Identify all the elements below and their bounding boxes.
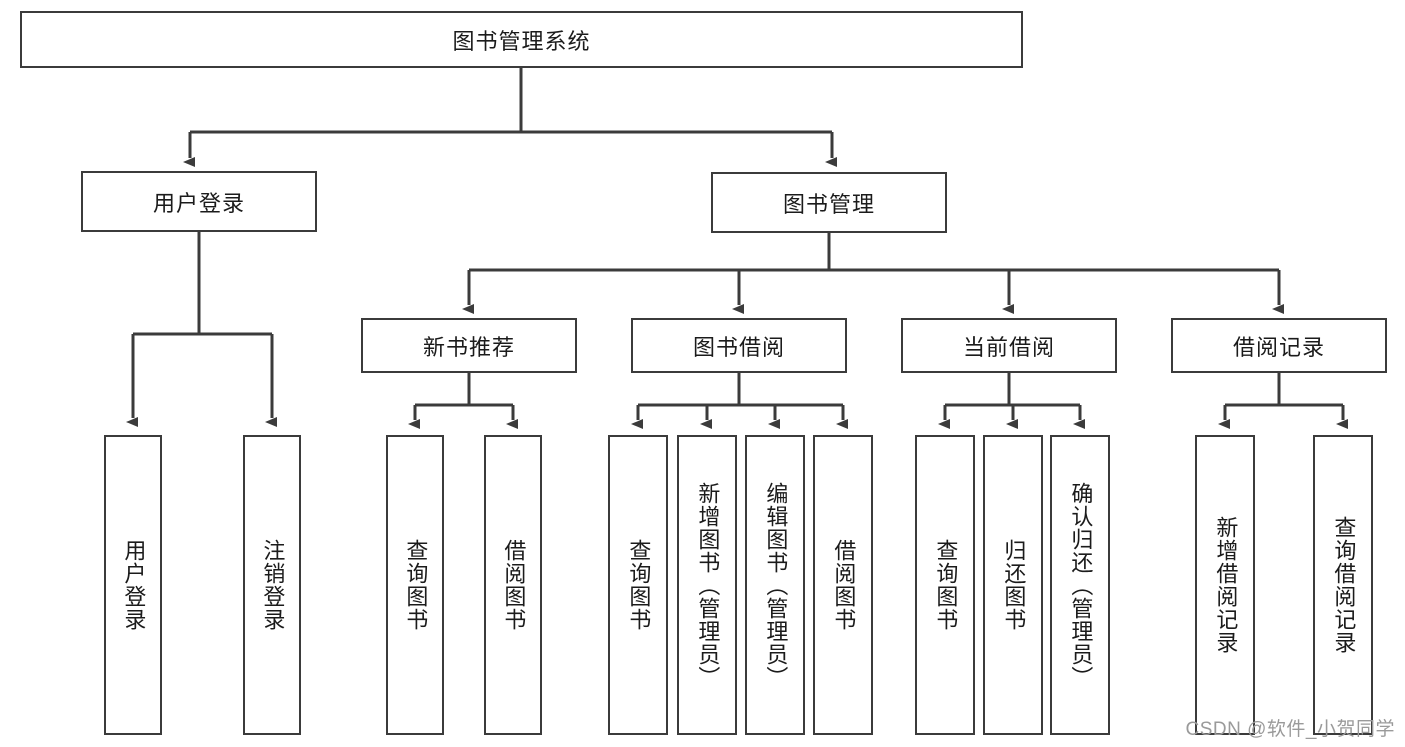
leaf-borrow-book-1-label: 借阅图书 — [501, 539, 527, 631]
node-book-management-label: 图书管理 — [782, 191, 875, 217]
leaf-query-book-1-label: 查询图书 — [403, 539, 429, 631]
leaf-confirm-return-label: 确认归还（管理员） — [1068, 481, 1094, 689]
leaf-query-book-1[interactable]: 查询图书 — [386, 435, 444, 735]
node-book-borrow-label: 图书借阅 — [692, 334, 785, 360]
node-new-book-recommend-label: 新书推荐 — [422, 334, 515, 360]
leaf-query-record-label: 查询借阅记录 — [1331, 516, 1357, 654]
leaf-query-book-2[interactable]: 查询图书 — [608, 435, 668, 735]
node-book-borrow[interactable]: 图书借阅 — [631, 318, 847, 373]
watermark: CSDN @软件_小贺同学 — [1185, 719, 1395, 740]
leaf-user-login[interactable]: 用户登录 — [104, 435, 162, 735]
leaf-query-record[interactable]: 查询借阅记录 — [1313, 435, 1373, 735]
leaf-user-logout-label: 注销登录 — [260, 539, 286, 631]
node-user-login[interactable]: 用户登录 — [81, 171, 317, 232]
leaf-add-record[interactable]: 新增借阅记录 — [1195, 435, 1255, 735]
node-root[interactable]: 图书管理系统 — [20, 11, 1023, 68]
leaf-query-book-3-label: 查询图书 — [933, 539, 959, 631]
node-user-login-label: 用户登录 — [152, 190, 245, 216]
leaf-query-book-2-label: 查询图书 — [626, 539, 652, 631]
leaf-borrow-book-1[interactable]: 借阅图书 — [484, 435, 542, 735]
leaf-return-book[interactable]: 归还图书 — [983, 435, 1043, 735]
node-book-management[interactable]: 图书管理 — [711, 172, 947, 233]
leaf-query-book-3[interactable]: 查询图书 — [915, 435, 975, 735]
leaf-borrow-book-2-label: 借阅图书 — [831, 539, 857, 631]
leaf-return-book-label: 归还图书 — [1001, 539, 1027, 631]
leaf-user-login-label: 用户登录 — [121, 539, 147, 631]
node-root-label: 图书管理系统 — [452, 28, 591, 54]
leaf-add-book-label: 新增图书（管理员） — [695, 481, 721, 689]
node-borrow-record[interactable]: 借阅记录 — [1171, 318, 1387, 373]
node-current-borrow[interactable]: 当前借阅 — [901, 318, 1117, 373]
leaf-edit-book-label: 编辑图书（管理员） — [763, 481, 789, 689]
leaf-user-logout[interactable]: 注销登录 — [243, 435, 301, 735]
leaf-edit-book[interactable]: 编辑图书（管理员） — [745, 435, 805, 735]
node-new-book-recommend[interactable]: 新书推荐 — [361, 318, 577, 373]
node-borrow-record-label: 借阅记录 — [1232, 334, 1325, 360]
leaf-add-record-label: 新增借阅记录 — [1213, 516, 1239, 654]
node-current-borrow-label: 当前借阅 — [962, 334, 1055, 360]
leaf-borrow-book-2[interactable]: 借阅图书 — [813, 435, 873, 735]
leaf-add-book[interactable]: 新增图书（管理员） — [677, 435, 737, 735]
leaf-confirm-return[interactable]: 确认归还（管理员） — [1050, 435, 1110, 735]
